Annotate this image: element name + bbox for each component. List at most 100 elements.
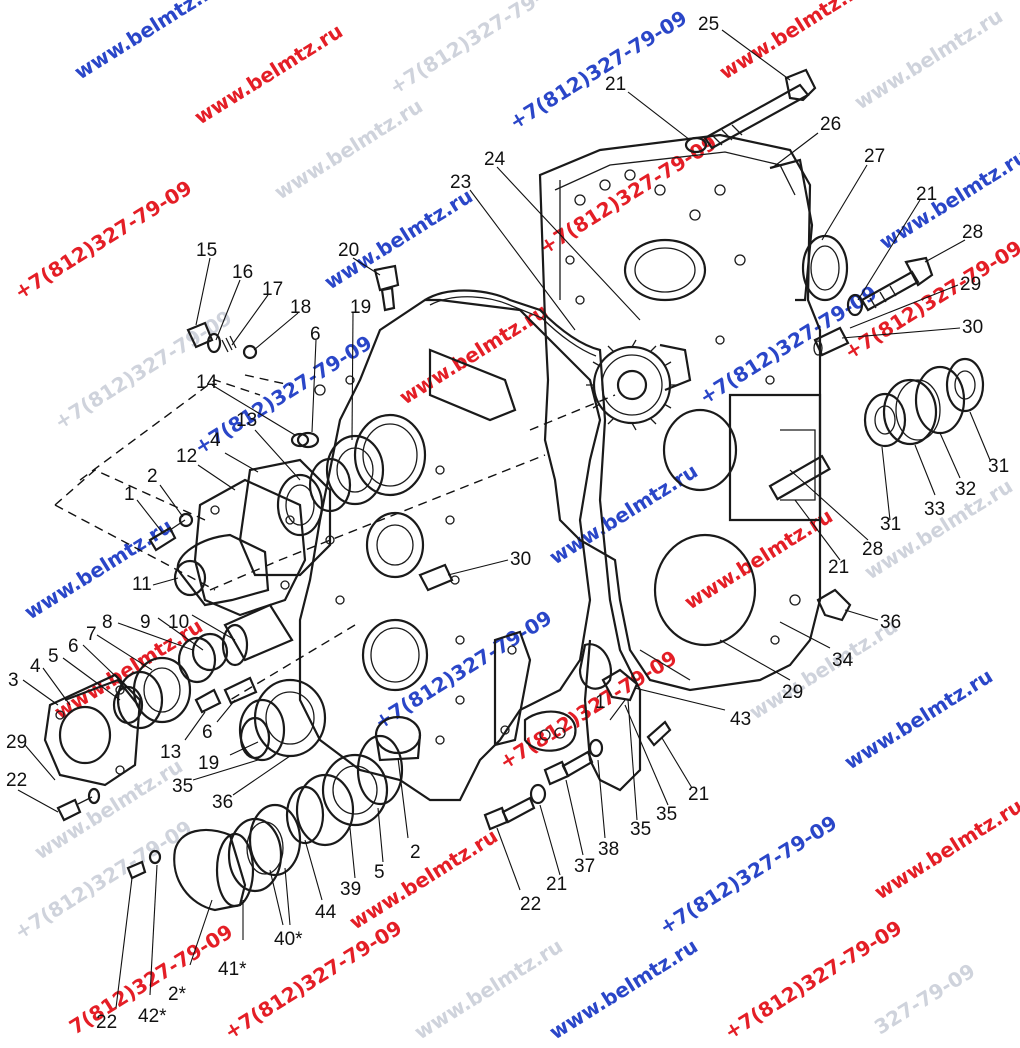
assembly-line: [79, 379, 261, 481]
ring-6-upper: [296, 431, 320, 449]
callout-label: 2: [410, 842, 421, 863]
callout-label: 21: [546, 874, 567, 895]
watermark-site: www.belmtz.ru: [745, 614, 902, 725]
watermark-site: www.belmtz.ru: [320, 184, 477, 295]
washer-21-b: [588, 738, 604, 758]
gasket-26: [769, 158, 814, 302]
callout-label: 5: [374, 862, 385, 883]
watermark-site: www.belmtz.ru: [395, 299, 552, 410]
washer-2-upper: [178, 512, 194, 528]
plug-36-center: [601, 668, 639, 702]
callout-label: 27: [864, 146, 885, 167]
gasket-4-upper: [238, 458, 332, 577]
callout-label: 25: [698, 14, 719, 35]
washer-21: [846, 293, 864, 317]
callout-label: 26: [820, 114, 841, 135]
watermark-site: www.belmtz.ru: [870, 794, 1020, 905]
callout-label: 21: [688, 784, 709, 805]
callout-label: 34: [832, 650, 854, 671]
callout-label: 18: [290, 297, 311, 318]
callout-label: 4: [210, 430, 221, 451]
callout-label: 13: [160, 742, 181, 763]
plug-36: [816, 588, 852, 622]
ring-9: [191, 632, 229, 672]
callout-label: 22: [520, 894, 541, 915]
callout-label: 31: [988, 456, 1009, 477]
callout-label: 14: [196, 372, 218, 393]
watermark-phone: +7(812)327-79-09: [10, 175, 196, 304]
callout-label: 29: [6, 732, 27, 753]
ring-6-lower-2: [239, 716, 271, 760]
pin-30: [813, 326, 850, 357]
gasket-23: [424, 289, 642, 792]
callout-label: 2: [147, 466, 158, 487]
callout-label: 33: [924, 499, 945, 520]
callout-label: 13: [236, 410, 257, 431]
watermark-phone: +7(812)327-79-09: [10, 815, 196, 944]
watermark-site: www.belmtz.ru: [345, 824, 502, 935]
callout-label: 23: [450, 172, 471, 193]
callout-label: 17: [262, 279, 283, 300]
assembly-line: [229, 624, 356, 701]
watermark-phone: +7(812)327-79-09: [655, 810, 841, 939]
ring-5-mid: [285, 785, 325, 845]
callout-label: 22: [96, 1012, 117, 1033]
bolt-22-b: [543, 750, 594, 786]
callout-label: 15: [196, 240, 217, 261]
callout-label: 31: [880, 514, 901, 535]
watermark-phone: +7(812)327-79-09: [535, 130, 721, 259]
assembly-line: [244, 374, 291, 386]
callout-label: 6: [310, 324, 321, 345]
assembly-line: [54, 469, 206, 521]
callout-label: 2*: [168, 984, 187, 1005]
callout-label: 32: [955, 479, 976, 500]
callout-label: 36: [880, 612, 901, 633]
bearing-44: [227, 803, 302, 893]
watermark-phone: +7(812)327-79-09: [505, 5, 691, 134]
seal-ring: [365, 511, 425, 579]
ring-13-lower: [238, 698, 286, 762]
pin-29-left: [194, 688, 222, 714]
bearing-set-31-33-32: [863, 357, 985, 448]
washer-2-lower: [87, 787, 101, 805]
callout-label: 36: [212, 792, 233, 813]
screw-42: [126, 860, 147, 880]
callout-label: 4: [30, 656, 41, 677]
assembly-line: [54, 504, 216, 591]
callout-label: 1: [595, 692, 606, 713]
gear-24: [586, 339, 692, 431]
watermark-site: www.belmtz.ru: [70, 0, 227, 84]
callout-label: 24: [484, 149, 506, 170]
callout-label: 43: [730, 709, 751, 730]
callout-labels: 25 21 26 27 24 23 21 28 20 29 30 15 16 1…: [6, 14, 1009, 1033]
washer-21: [684, 136, 708, 154]
washer-21-a: [529, 783, 547, 805]
bolt-22-a: [483, 796, 536, 831]
callout-label: 6: [202, 722, 213, 743]
watermark-site: www.belmtz.ru: [190, 19, 347, 130]
callout-label: 21: [605, 74, 626, 95]
callout-label: 29: [960, 274, 981, 295]
breather-20: [373, 264, 400, 312]
watermark-phone: +7(812)327-79-09: [385, 0, 571, 99]
callout-label: 1: [124, 484, 135, 505]
callout-label: 5: [48, 646, 59, 667]
watermark-site: www.belmtz.ru: [545, 459, 702, 570]
ring-6-lower: [116, 670, 164, 730]
callout-label: 11: [132, 574, 152, 595]
callout-label: 9: [140, 612, 151, 633]
callout-label: 39: [340, 879, 361, 900]
callout-label: 37: [574, 856, 595, 877]
watermark-site: www.belmtz.ru: [270, 94, 427, 205]
callout-label: 8: [102, 612, 113, 633]
sleeve-10: [221, 603, 294, 667]
watermark-site: www.belmtz.ru: [840, 664, 997, 775]
callout-label: 16: [232, 262, 253, 283]
bushing-35: [374, 715, 422, 762]
washer-2-bottom: [148, 849, 162, 865]
watermark-site: www.belmtz.ru: [410, 934, 567, 1045]
seal-8: [177, 636, 217, 684]
callout-label: 12: [176, 446, 197, 467]
bearing-7: [132, 656, 192, 724]
